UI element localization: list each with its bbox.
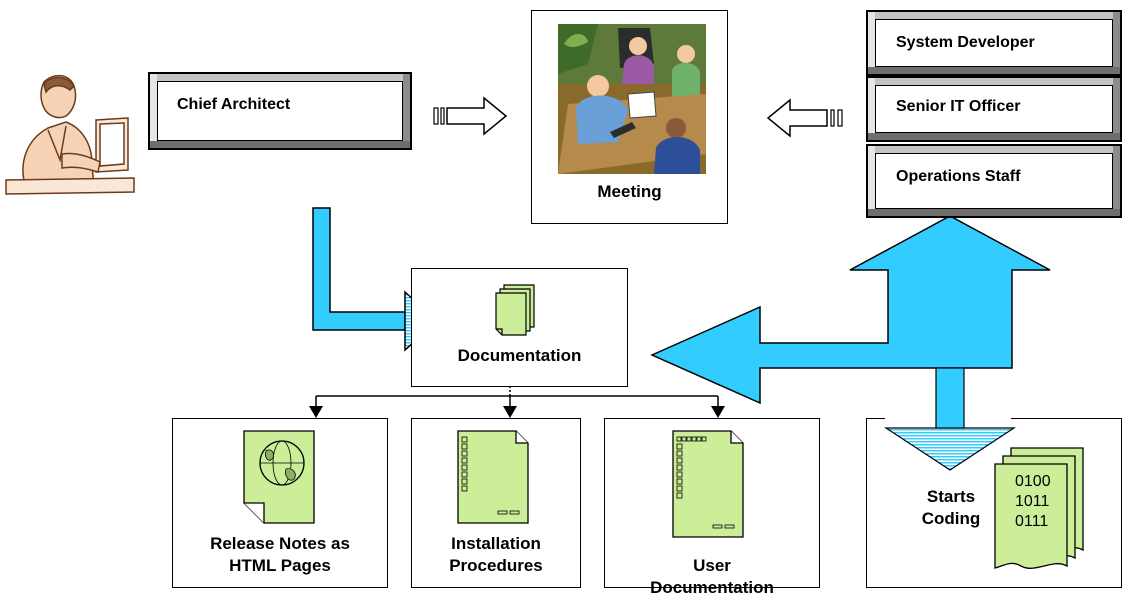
architect-to-meeting-arrow — [433, 96, 508, 136]
checklist-document-icon — [457, 430, 529, 524]
binary-line: 0100 — [1015, 473, 1051, 490]
binary-line: 1011 — [1015, 493, 1050, 510]
team-role-label: System Developer — [896, 34, 1035, 51]
connector-layer — [309, 96, 1051, 471]
team-role-label: Senior IT Officer — [896, 98, 1021, 115]
installation-procedures-label: Installation Procedures — [449, 534, 543, 575]
team-role-box-3[interactable]: Operations Staff — [866, 144, 1122, 218]
globe-document-icon — [243, 430, 315, 524]
release-notes-label: Release Notes as HTML Pages — [210, 534, 350, 575]
starts-coding-label: Starts Coding — [921, 487, 981, 528]
chief-architect-label: Chief Architect — [177, 96, 291, 113]
checklist-document-icon — [672, 430, 744, 538]
meeting-label: Meeting — [597, 182, 662, 201]
team-role-box-1[interactable]: System Developer — [866, 10, 1122, 76]
documentation-box[interactable]: Documentation — [411, 268, 628, 387]
meeting-scene-icon — [558, 24, 706, 174]
team-to-meeting-arrow — [766, 98, 843, 138]
binary-line: 0111 — [1015, 513, 1049, 530]
installation-procedures-box[interactable]: Installation Procedures — [411, 418, 581, 588]
chief-architect-box[interactable]: Chief Architect — [148, 72, 412, 150]
binary-code-documents-icon — [994, 447, 1084, 569]
user-documentation-label: User Documentation — [650, 556, 774, 597]
binary-code-text: 0100 1011 0111 — [1015, 472, 1075, 532]
docs-tree-connector — [309, 374, 725, 418]
coding-box[interactable]: Starts Coding 0100 1011 0111 — [866, 418, 1122, 588]
team-role-label: Operations Staff — [896, 168, 1021, 185]
release-notes-box[interactable]: Release Notes as HTML Pages — [172, 418, 388, 588]
architect-person-icon — [5, 74, 135, 195]
user-documentation-box[interactable]: User Documentation — [604, 418, 820, 597]
documentation-label: Documentation — [457, 346, 582, 365]
stacked-documents-icon — [495, 284, 535, 336]
meeting-box[interactable]: Meeting — [531, 10, 728, 224]
team-role-box-2[interactable]: Senior IT Officer — [866, 76, 1122, 142]
